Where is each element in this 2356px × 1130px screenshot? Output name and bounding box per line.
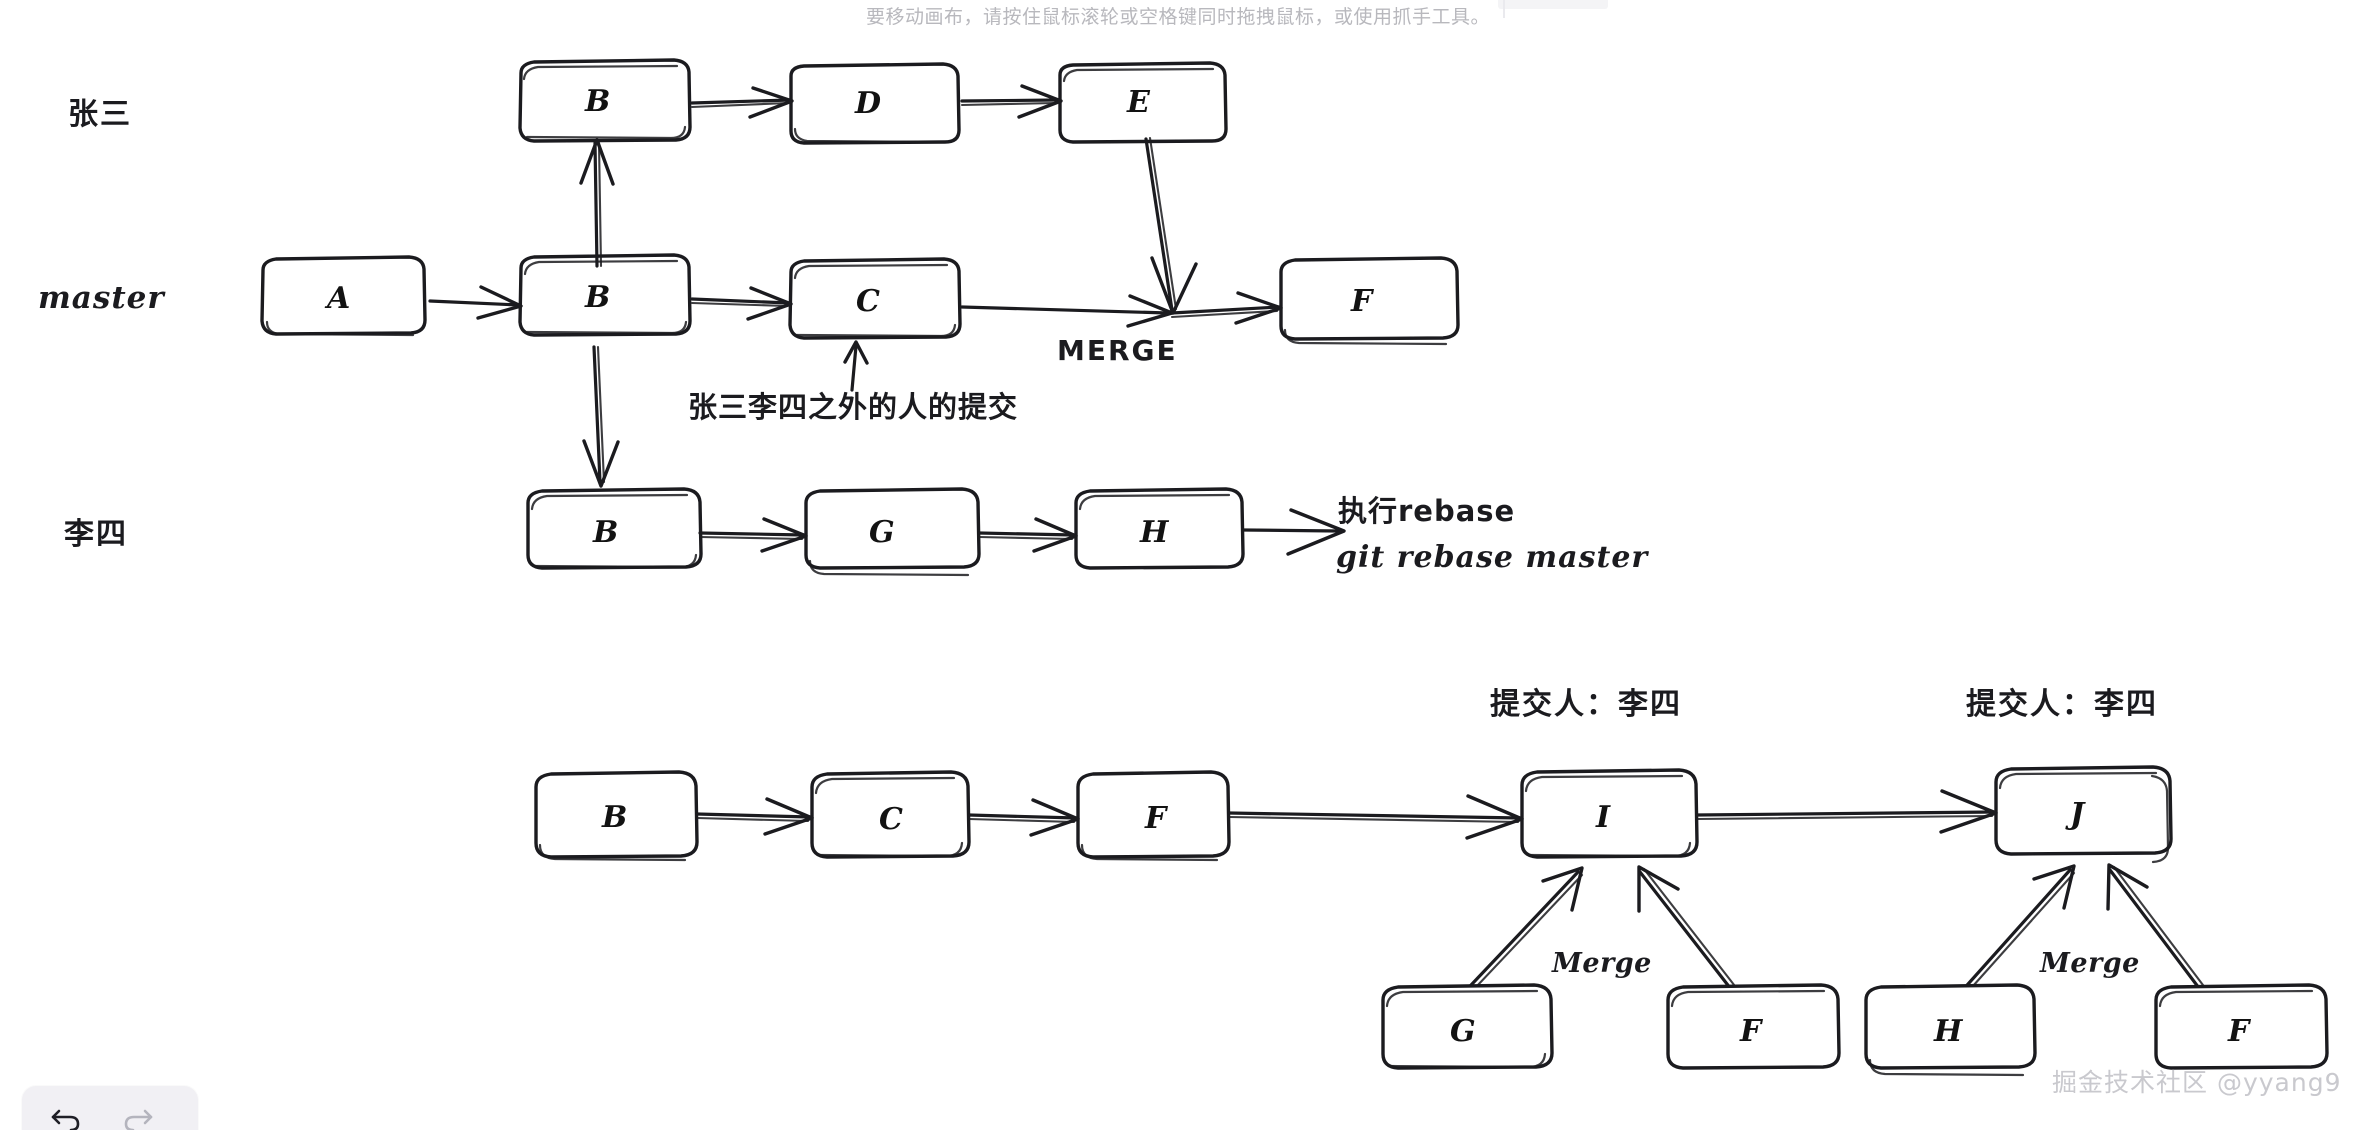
node-label-b-c: C [879, 802, 903, 837]
arrow-mb-lb-down [582, 345, 620, 488]
node-box-b-c [810, 770, 971, 859]
arrow-mc-merge [960, 294, 1174, 328]
node-box-l-g [804, 487, 981, 577]
node-label-b-j: J [2070, 797, 2085, 832]
undo-button[interactable] [30, 1091, 102, 1130]
node-label-g-left: G [1450, 1014, 1476, 1049]
arrow-td-te [960, 84, 1063, 119]
node-label-h-right: H [1934, 1014, 1963, 1049]
lane-label-lisi: 李四 [64, 517, 128, 552]
node-box-f-left [1666, 983, 1841, 1070]
arrow-lh-rebase [1242, 508, 1346, 556]
node-box-l-h [1074, 487, 1245, 570]
node-label-m-f: F [1351, 284, 1373, 319]
node-label-l-h: H [1140, 515, 1169, 550]
committer-label-j: 提交人：李四 [1966, 687, 2158, 722]
annotation-other-committers: 张三李四之外的人的提交 [688, 390, 1019, 424]
top-panel-stem [1503, 0, 1505, 18]
annotation-rebase-line1: 执行rebase [1338, 494, 1516, 528]
top-panel-edge [1498, 0, 1608, 9]
arrow-mb-tb-up [579, 138, 615, 268]
arrow-lg-lh [977, 517, 1078, 553]
arrow-bi-bj [1695, 789, 1998, 834]
lane-label-master: master [38, 280, 165, 316]
arrow-f-to-i [1637, 865, 1747, 1004]
node-label-f-right: F [2228, 1014, 2250, 1049]
node-label-b-b: B [602, 800, 628, 835]
arrow-bf-bi [1227, 794, 1524, 840]
lane-label-zhangsan: 张三 [68, 97, 132, 132]
node-label-t-d: D [855, 86, 882, 121]
arrow-merge-mf [1170, 291, 1283, 325]
node-box-t-b [518, 58, 692, 143]
node-label-t-e: E [1127, 85, 1150, 120]
history-toolbar[interactable] [22, 1086, 198, 1130]
node-box-g-left [1381, 983, 1554, 1070]
node-box-m-b [518, 253, 692, 337]
redo-arrow-icon [124, 1109, 153, 1130]
arrow-lb-lg [698, 517, 808, 553]
node-label-b-i: I [1596, 800, 1611, 835]
node-label-l-g: G [869, 515, 895, 550]
node-box-t-e [1058, 61, 1228, 144]
node-box-f-right [2154, 983, 2329, 1070]
arrow-annotation-to-c [843, 340, 869, 392]
merge-label-top: MERGE [1057, 334, 1178, 367]
node-box-b-b [534, 770, 699, 862]
node-box-m-a [260, 255, 427, 337]
watermark: 掘金技术社区 @yyang9 [2052, 1068, 2342, 1097]
node-box-b-f [1076, 770, 1231, 862]
node-label-f-left: F [1740, 1014, 1762, 1049]
redo-button[interactable] [102, 1091, 174, 1130]
node-box-m-c [788, 257, 962, 340]
arrow-g-to-i [1453, 866, 1584, 1007]
node-box-h-right [1864, 983, 2037, 1077]
merge-label-j: Merge [2040, 948, 2140, 979]
arrow-tb-td [690, 86, 794, 119]
node-box-b-j [1994, 765, 2173, 864]
node-box-t-d [789, 62, 961, 145]
merge-label-i: Merge [1552, 948, 1652, 979]
node-label-m-b: B [585, 280, 611, 315]
arrow-te-merge [1144, 136, 1198, 315]
node-box-m-f [1279, 256, 1460, 346]
committer-label-i: 提交人：李四 [1490, 687, 1682, 722]
node-label-b-f: F [1145, 801, 1167, 836]
annotation-rebase-line2: git rebase master [1336, 540, 1649, 575]
node-box-b-i [1520, 768, 1699, 859]
undo-arrow-icon [51, 1109, 80, 1130]
arrow-ma-mb [428, 285, 523, 320]
node-label-m-a: A [327, 281, 351, 316]
arrow-h-to-j [1950, 864, 2076, 1007]
node-label-t-b: B [585, 84, 611, 119]
arrow-bc-bf [967, 798, 1080, 837]
arrow-f-to-j [2106, 863, 2214, 1002]
node-box-l-b [526, 487, 703, 570]
arrow-mb-mc [690, 286, 793, 321]
node-label-m-c: C [856, 284, 880, 319]
arrow-bb-bc [695, 797, 814, 836]
node-label-l-b: B [593, 515, 619, 550]
